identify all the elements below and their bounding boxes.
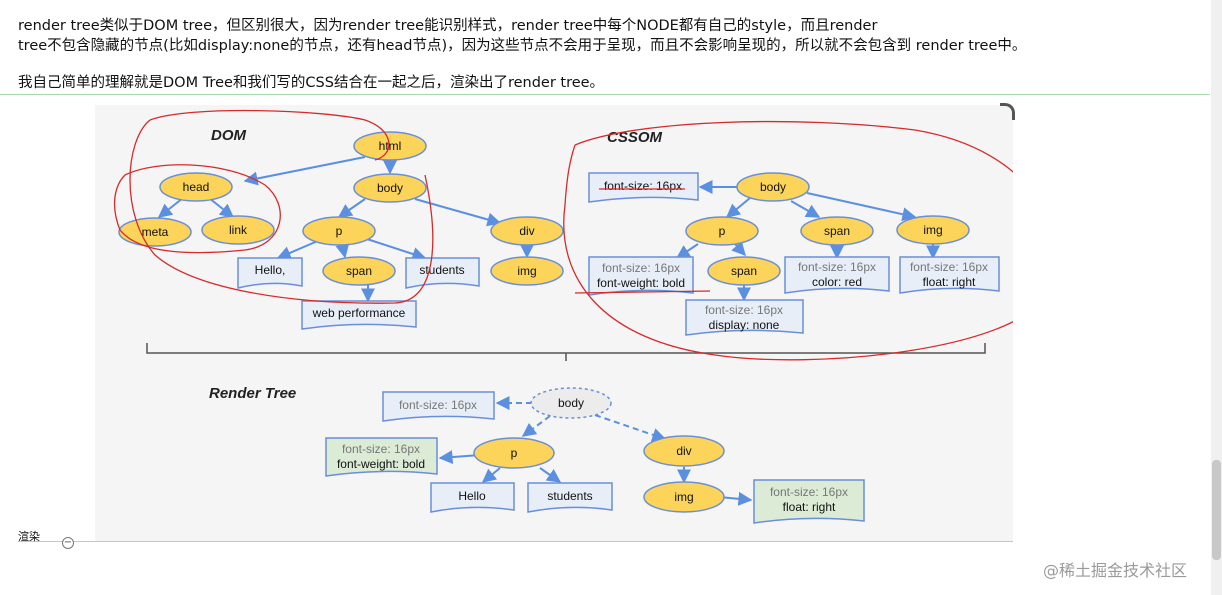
render-img-fs: font-size: 16px xyxy=(770,485,848,499)
cssom-p-fw: font-weight: bold xyxy=(597,276,685,290)
cssom-node-img xyxy=(896,215,970,245)
red-circle-head xyxy=(113,164,281,254)
cssom-node-body xyxy=(736,172,810,202)
cssom-p-style-box xyxy=(588,256,694,296)
dom-node-link xyxy=(201,215,275,245)
render-label-img: img xyxy=(674,490,693,504)
render-text-hello: Hello xyxy=(458,489,486,503)
cssom-body-style-box xyxy=(588,172,699,203)
section-label: 渲染 xyxy=(18,530,40,543)
render-node-div xyxy=(643,435,725,467)
cssom-label-body: body xyxy=(760,180,786,194)
red-circle-cssom xyxy=(563,120,1013,361)
cssom-span-child-display: display: none xyxy=(709,318,780,332)
red-annotations xyxy=(113,109,1013,361)
render-body-fs: font-size: 16px xyxy=(399,398,477,412)
render-node-body xyxy=(530,387,612,419)
cssom-span-child-style-box xyxy=(685,299,804,336)
cssom-img-style-box xyxy=(899,256,1000,294)
cssom-body-fs: font-size: 16px xyxy=(604,179,682,193)
dom-text-students-box xyxy=(405,257,480,289)
dom-label-div: div xyxy=(519,224,534,238)
dom-text-web-box xyxy=(301,300,417,330)
dom-label-body: body xyxy=(377,181,403,195)
dom-text-students: students xyxy=(419,263,464,277)
scrollbar-track[interactable] xyxy=(1211,0,1222,595)
dom-node-span xyxy=(322,256,396,286)
dom-label-head: head xyxy=(183,180,210,194)
render-label-body: body xyxy=(558,396,584,410)
red-circle-dom-body xyxy=(129,119,434,304)
cssom-label-img: img xyxy=(923,223,942,237)
render-p-style-box xyxy=(325,437,438,477)
dom-label-html: html xyxy=(379,139,402,153)
render-img-style-box xyxy=(753,479,865,524)
dom-node-body xyxy=(353,173,427,203)
merge-bracket xyxy=(146,343,986,361)
render-node-img xyxy=(643,481,725,513)
scrollbar-thumb[interactable] xyxy=(1212,460,1221,560)
cssom-node-p xyxy=(685,216,759,246)
dom-text-hello-box xyxy=(237,257,303,289)
note-line-1: render tree类似于DOM tree，但区别很大，因为render tr… xyxy=(18,18,878,34)
cssom-span-color: color: red xyxy=(812,275,862,289)
note-line-3: 我自己简单的理解就是DOM Tree和我们写的CSS结合在一起之后，渲染出了re… xyxy=(18,75,605,91)
render-text-students: students xyxy=(547,489,592,503)
cssom-img-fs: font-size: 16px xyxy=(910,260,988,274)
dom-edges xyxy=(157,156,534,303)
dom-text-web: web performance xyxy=(312,306,406,320)
render-tree-diagram: DOM html head body meta link p div span … xyxy=(95,105,1013,541)
dom-node-head xyxy=(159,172,233,202)
dom-node-img xyxy=(490,256,564,286)
dom-node-div xyxy=(490,216,564,246)
render-img-float: float: right xyxy=(783,500,836,514)
render-label-div: div xyxy=(676,444,691,458)
render-p-fs: font-size: 16px xyxy=(342,442,420,456)
dom-label-img: img xyxy=(517,264,536,278)
red-circle-dom-top xyxy=(149,109,390,161)
dom-text-hello: Hello, xyxy=(255,263,286,277)
dom-node-html xyxy=(353,131,427,161)
cssom-node-span xyxy=(800,216,874,246)
watermark: @稀土掘金技术社区 xyxy=(1043,561,1188,580)
cssom-label-span: span xyxy=(824,224,850,238)
cssom-title: CSSOM xyxy=(607,129,663,146)
dom-node-p xyxy=(302,216,376,246)
cssom-span-fs: font-size: 16px xyxy=(798,260,876,274)
cssom-p-fs: font-size: 16px xyxy=(602,261,680,275)
red-underline-p-fw xyxy=(574,290,711,294)
dom-label-p: p xyxy=(336,224,343,238)
render-label-p: p xyxy=(511,446,518,460)
render-text-students-box xyxy=(527,482,613,513)
corner-decoration xyxy=(1000,103,1015,120)
cssom-label-p: p xyxy=(719,224,726,238)
render-body-style-box xyxy=(382,391,495,422)
dom-label-span: span xyxy=(346,264,372,278)
cssom-label-span-child: span xyxy=(731,264,757,278)
render-p-fw: font-weight: bold xyxy=(337,457,425,471)
section-divider xyxy=(18,541,1013,542)
cssom-img-float: float: right xyxy=(923,275,976,289)
cssom-edges xyxy=(675,180,940,302)
render-dashed-edges xyxy=(495,396,667,442)
dom-title: DOM xyxy=(211,127,247,144)
render-node-p xyxy=(473,437,555,469)
dom-label-meta: meta xyxy=(142,225,169,239)
dom-label-link: link xyxy=(229,223,248,237)
cssom-span-child-fs: font-size: 16px xyxy=(705,303,783,317)
collapse-icon[interactable]: − xyxy=(62,537,74,549)
render-text-hello-box xyxy=(430,482,515,513)
cssom-node-span-child xyxy=(707,256,781,286)
diagram-canvas: DOM html head body meta link p div span … xyxy=(113,109,1013,524)
render-tree-title: Render Tree xyxy=(209,385,296,402)
divider xyxy=(0,94,1210,95)
note-line-2: tree不包含隐藏的节点(比如display:none的节点，还有head节点)… xyxy=(18,38,1027,54)
cssom-span-style-box xyxy=(784,256,890,294)
